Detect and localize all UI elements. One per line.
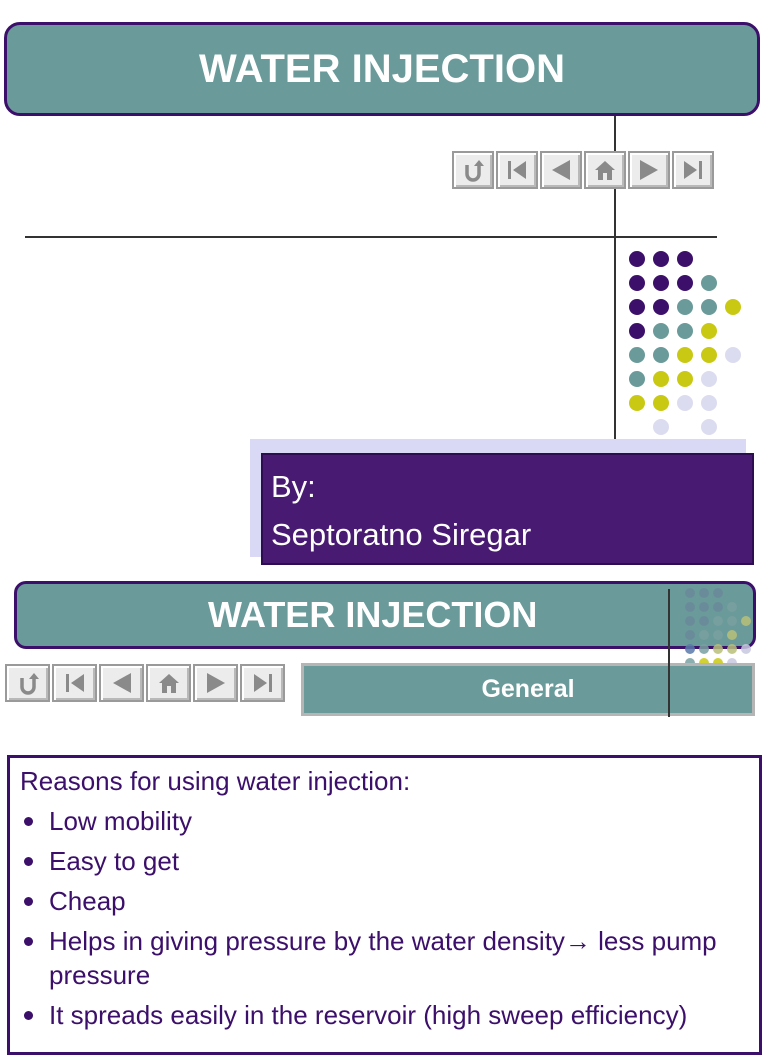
slide2-title: WATER INJECTION (14, 581, 756, 649)
list-item: It spreads easily in the reservoir (high… (20, 998, 749, 1032)
list-item: Low mobility (20, 804, 749, 838)
previous-arrow-icon (552, 160, 570, 180)
slide1-title: WATER INJECTION (4, 22, 760, 116)
home-icon (595, 161, 615, 180)
byline-box: By: Septoratno Siregar (261, 453, 754, 565)
return-arrow-icon (19, 673, 39, 695)
intro-text: Reasons for using water injection: (20, 766, 411, 796)
last-slide-button[interactable] (240, 664, 285, 702)
previous-arrow-icon (112, 673, 131, 693)
home-button[interactable] (146, 664, 191, 702)
list-item: Helps in giving pressure by the water de… (20, 924, 749, 992)
return-arrow-icon (465, 160, 484, 182)
skip-to-end-icon (253, 674, 272, 692)
next-slide-button[interactable] (193, 664, 238, 702)
decorative-dot-pattern (629, 251, 741, 435)
return-button[interactable] (452, 151, 494, 189)
first-slide-button[interactable] (52, 664, 97, 702)
previous-slide-button[interactable] (99, 664, 144, 702)
skip-to-end-icon (684, 161, 702, 179)
byline-label: By: (271, 469, 316, 504)
slide1-nav-bar (452, 151, 714, 189)
last-slide-button[interactable] (672, 151, 714, 189)
skip-to-start-icon (65, 674, 84, 692)
reasons-list: Low mobility Easy to get Cheap Helps in … (20, 804, 749, 1032)
list-item: Easy to get (20, 844, 749, 878)
section-label: General (301, 663, 755, 716)
previous-slide-button[interactable] (540, 151, 582, 189)
next-arrow-icon (640, 160, 658, 180)
first-slide-button[interactable] (496, 151, 538, 189)
content-box: Reasons for using water injection: Low m… (7, 755, 762, 1055)
skip-to-start-icon (508, 161, 526, 179)
next-arrow-icon (206, 673, 225, 693)
slide2-nav-bar (5, 664, 285, 702)
home-button[interactable] (584, 151, 626, 189)
return-button[interactable] (5, 664, 50, 702)
divider-horizontal (25, 236, 717, 238)
divider-vertical (614, 116, 616, 466)
divider-vertical-small (668, 589, 670, 717)
home-icon (158, 674, 179, 693)
author-name: Septoratno Siregar (271, 517, 532, 552)
list-item: Cheap (20, 884, 749, 918)
next-slide-button[interactable] (628, 151, 670, 189)
